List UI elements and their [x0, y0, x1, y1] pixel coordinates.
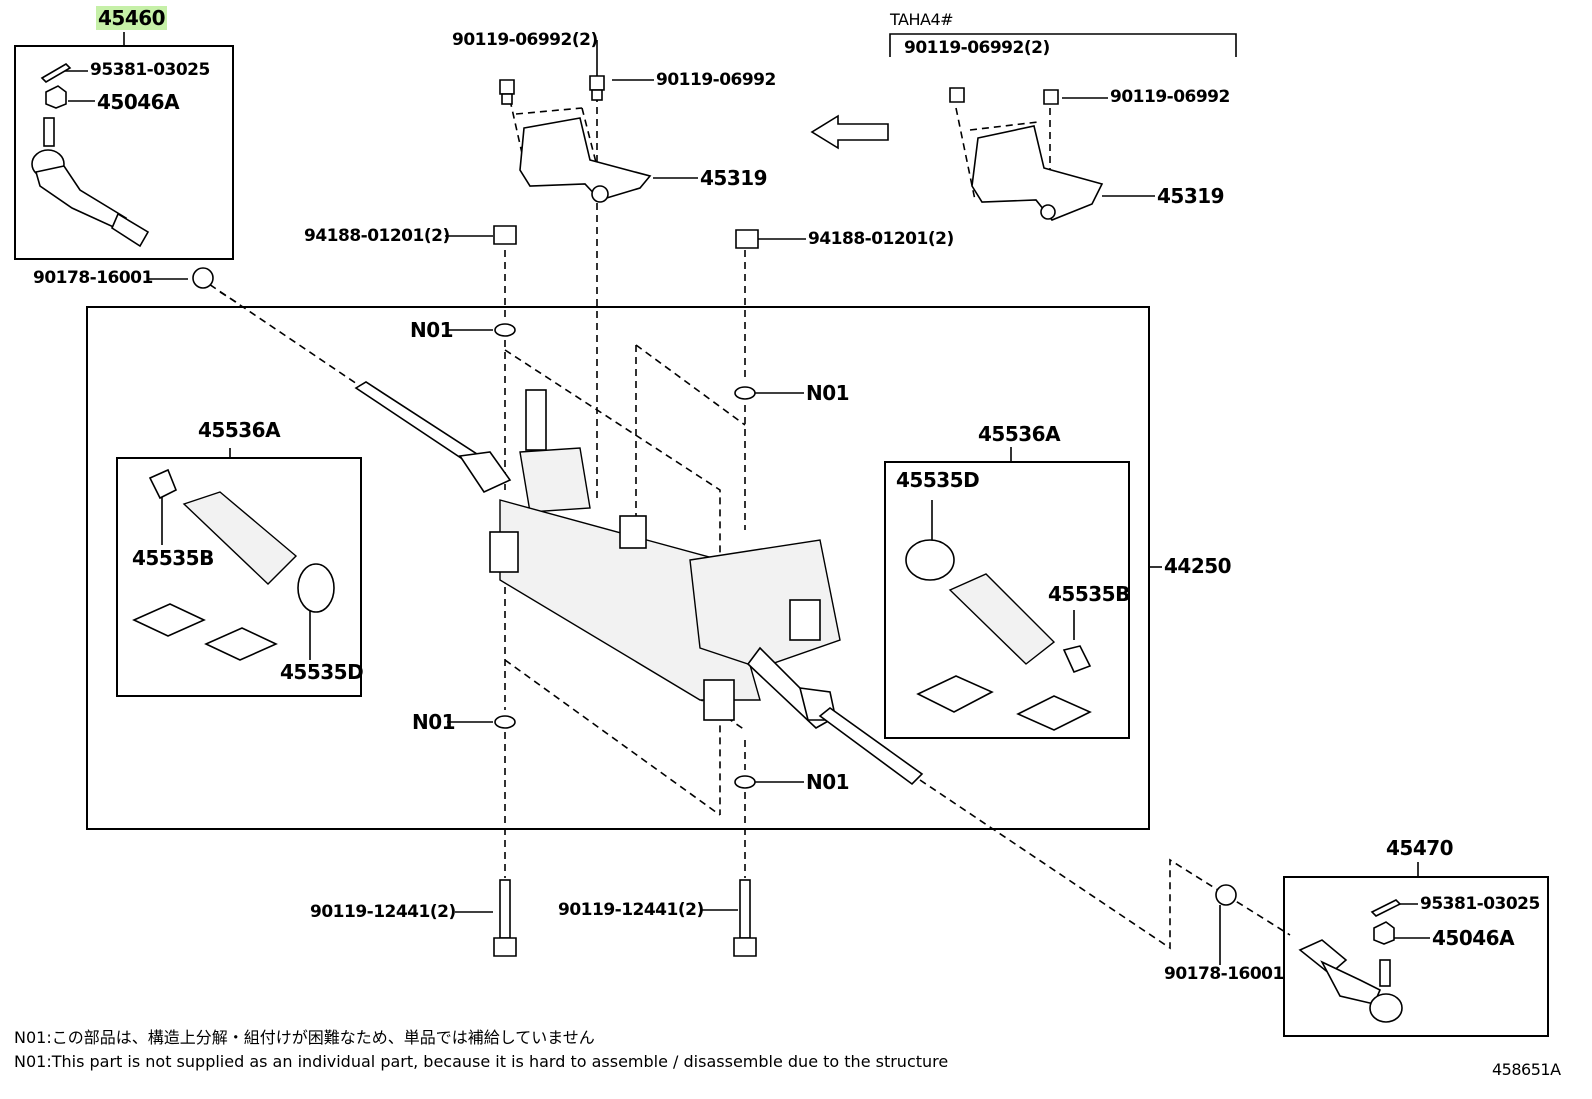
label-cotter-pin-left: 95381-03025 [90, 60, 210, 80]
label-n01-2: N01 [806, 381, 850, 405]
label-boot-kit-right: 45536A [978, 422, 1061, 446]
figure-id: 458651A [1492, 1060, 1561, 1079]
bracket-right-alt [949, 87, 1104, 221]
tie-rod-left-box [14, 45, 234, 260]
label-clamp-left-b: 45535B [132, 546, 214, 570]
label-bracket-main: 45319 [700, 166, 768, 190]
label-n01-1: N01 [410, 318, 454, 342]
rack-assembly-box [86, 306, 1150, 830]
label-n01-3: N01 [412, 710, 456, 734]
label-taha-note: TAHA4# [890, 10, 954, 29]
label-nut-left: 45046A [97, 90, 180, 114]
label-nut-right: 45046A [1432, 926, 1515, 950]
boot-kit-left-box [116, 457, 362, 697]
label-nut-right-lower: 90178-16001 [1164, 964, 1284, 984]
label-nut-left-lower: 90178-16001 [33, 268, 153, 288]
note-english: N01:This part is not supplied as an indi… [14, 1052, 949, 1071]
label-bolt-top-a: 90119-06992(2) [452, 30, 598, 50]
label-clamp-right-d: 45535D [896, 468, 980, 492]
label-bolt-bottom-right: 90119-12441(2) [558, 900, 704, 920]
label-bracket-alt: 45319 [1157, 184, 1225, 208]
label-bolt-bottom-left: 90119-12441(2) [310, 902, 456, 922]
bracket-top [499, 75, 652, 203]
label-nut-94188-right: 94188-01201(2) [808, 229, 954, 249]
label-n01-4: N01 [806, 770, 850, 794]
label-45460: 45460 [96, 6, 168, 30]
tie-rod-left [31, 62, 150, 248]
label-bolt-right-a: 90119-06992(2) [904, 38, 1050, 58]
label-boot-kit-left: 45536A [198, 418, 281, 442]
label-tie-rod-right-assy: 45470 [1386, 836, 1454, 860]
tie-rod-right [1298, 899, 1403, 1023]
boot-kit-right-box [884, 461, 1130, 739]
label-bolt-top-b: 90119-06992 [656, 70, 776, 90]
label-bolt-right-b: 90119-06992 [1110, 87, 1230, 107]
label-clamp-right-b: 45535B [1048, 582, 1130, 606]
label-nut-94188-left: 94188-01201(2) [304, 226, 450, 246]
steering-rack [354, 381, 924, 786]
label-clamp-left-d: 45535D [280, 660, 364, 684]
tie-rod-right-box [1283, 876, 1549, 1037]
label-rack-assy: 44250 [1164, 554, 1232, 578]
note-japanese: N01:この部品は、構造上分解・組付けが困難なため、単品では補給していません [14, 1028, 595, 1047]
label-cotter-pin-right: 95381-03025 [1420, 894, 1540, 914]
